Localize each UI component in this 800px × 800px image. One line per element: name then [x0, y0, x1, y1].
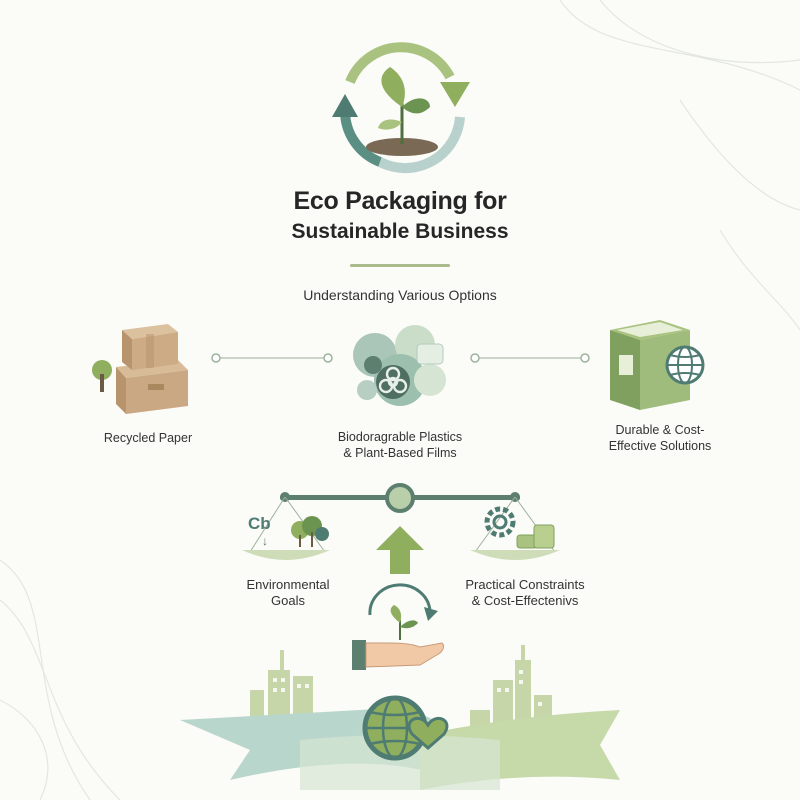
trees-icon [291, 516, 329, 547]
gear-icon [484, 506, 516, 538]
option-durable-line1: Durable & Cost- [615, 423, 705, 437]
balance-left-line1: Environmental [246, 577, 330, 592]
page-title-line1: Eco Packaging for [293, 187, 507, 215]
option-biodegradable-line2: & Plant-Based Films [343, 446, 457, 460]
option-biodegradable-line1: Biodoragrable Plastics [337, 430, 463, 444]
sprout-icon [366, 67, 438, 156]
coins-icon [516, 524, 555, 549]
globe-heart-icon [362, 695, 449, 761]
balance-right-label: Practical Constraints & Cost-Effectenivs [440, 577, 610, 609]
up-arrow-icon [376, 526, 424, 574]
balance-left-line2: Goals [271, 593, 305, 608]
subtitle: Understanding Various Options [303, 287, 497, 303]
option-biodegradable-plastics: Biodoragrable Plastics & Plant-Based Fil… [320, 429, 480, 461]
balance-right-line1: Practical Constraints [465, 577, 585, 592]
title-divider [350, 264, 450, 267]
recycle-emblem [332, 42, 470, 174]
balance-right-line2: & Cost-Effectenivs [471, 593, 579, 608]
option-recycled-paper: Recycled Paper [103, 431, 193, 445]
option-durable-solutions: Durable & Cost- Effective Solutions [585, 422, 735, 454]
down-arrow-icon: ↓ [262, 534, 268, 548]
recycle-arrows-icon [332, 42, 470, 174]
balance-left-label: Environmental Goals [218, 577, 358, 609]
option-connectors [211, 353, 590, 363]
city-landscape [180, 645, 620, 790]
box-globe-icon [610, 320, 705, 410]
cardboard-boxes-icon [92, 324, 188, 414]
option-durable-line2: Effective Solutions [608, 439, 712, 453]
page-title-line2: Sustainable Business [291, 220, 509, 243]
biohazard-blob-icon [353, 325, 446, 406]
balance-scale [242, 483, 560, 574]
carbon-symbol: Cb [248, 514, 271, 533]
hand-sprout-icon [352, 583, 445, 670]
